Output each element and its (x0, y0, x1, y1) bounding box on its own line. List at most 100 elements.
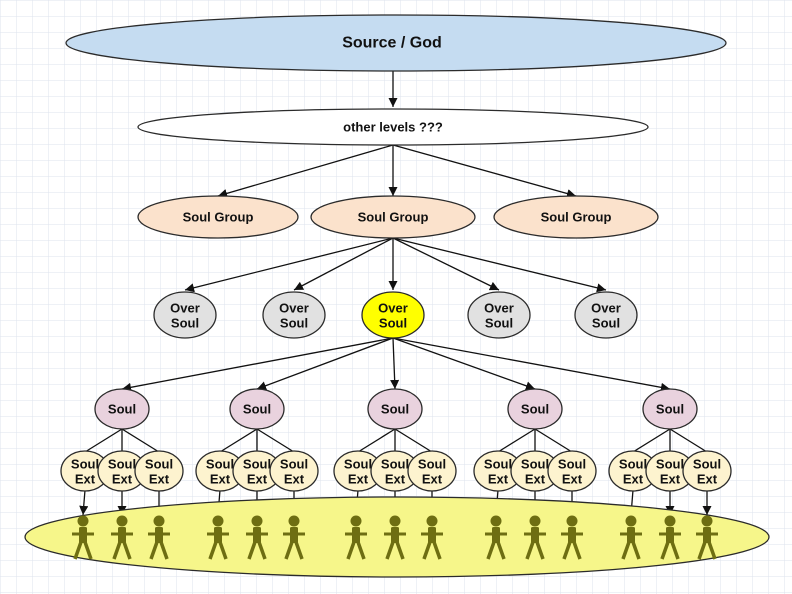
connector-oversoul-to-soul-4 (392, 337, 536, 391)
soul-ext-node-1-3 (134, 450, 184, 492)
soul-group-label-3: Soul Group (541, 210, 612, 225)
soul-ext-line1-3-2: Soul (381, 457, 409, 472)
soul-ext-line2-4-3: Ext (562, 472, 583, 487)
oversoul-line1-5: Over (591, 301, 621, 316)
soul-ext-line2-1-1: Ext (75, 472, 96, 487)
oversoul-line1-2: Over (279, 301, 309, 316)
soul-ext-line2-1-2: Ext (112, 472, 133, 487)
person-icon (620, 515, 642, 560)
oversoul-line2-2: Soul (280, 316, 308, 331)
soul-group-label-1: Soul Group (183, 210, 254, 225)
soul-ext-line2-5-1: Ext (623, 472, 644, 487)
soul-ext-line1-5-2: Soul (656, 457, 684, 472)
oversoul-line1-4: Over (484, 301, 514, 316)
other-levels-label: other levels ??? (343, 120, 443, 135)
connector-soul-1-to-ext-3 (121, 428, 160, 453)
soul-label-1: Soul (108, 402, 136, 417)
soul-ext-line1-4-1: Soul (484, 457, 512, 472)
connector-soul-1-to-ext-1 (84, 428, 123, 453)
connector-soul-2-to-ext-3 (256, 428, 295, 453)
soul-label-4: Soul (521, 402, 549, 417)
soul-ext-line2-3-1: Ext (348, 472, 369, 487)
person-icon (524, 515, 546, 560)
soul-ext-line1-2-3: Soul (280, 457, 308, 472)
connector-soul-5-to-ext-3 (669, 428, 708, 453)
connector-group-to-oversoul-4 (392, 237, 500, 291)
soul-ext-line2-4-2: Ext (525, 472, 546, 487)
oversoul-line1-1: Over (170, 301, 200, 316)
soul-ext-line1-1-2: Soul (108, 457, 136, 472)
oversoul-line2-4: Soul (485, 316, 513, 331)
source-node (65, 14, 727, 72)
oversoul-node-4 (467, 291, 531, 339)
oversoul-node-1 (153, 291, 217, 339)
connector-group-to-oversoul-1 (184, 237, 394, 293)
soul-ext-line2-2-1: Ext (210, 472, 231, 487)
connector-soul-3-to-ext-3 (394, 428, 433, 453)
soul-group-node-2 (310, 195, 476, 239)
connector-levels-to-group-1 (217, 144, 394, 198)
soul-group-label-2: Soul Group (358, 210, 429, 225)
soul-ext-line1-1-1: Soul (71, 457, 99, 472)
connector-oversoul-to-soul-5 (392, 337, 671, 392)
person-icon (696, 515, 718, 560)
soul-ext-node-5-3 (682, 450, 732, 492)
oversoul-line2-3: Soul (379, 316, 407, 331)
connector-levels-to-group-3 (392, 144, 577, 198)
soul-ext-line1-3-1: Soul (344, 457, 372, 472)
soul-ext-line1-2-1: Soul (206, 457, 234, 472)
person-icon (659, 515, 681, 560)
soul-ext-line2-4-1: Ext (488, 472, 509, 487)
soul-ext-node-4-3 (547, 450, 597, 492)
soul-group-node-1 (137, 195, 299, 239)
connector-oversoul-to-soul-2 (256, 337, 394, 391)
soul-ext-line1-4-2: Soul (521, 457, 549, 472)
connector-oversoul-to-soul-3 (390, 337, 400, 390)
other-levels-node (137, 108, 649, 146)
soul-label-5: Soul (656, 402, 684, 417)
person-icon (345, 515, 367, 560)
soul-ext-line2-1-3: Ext (149, 472, 170, 487)
connector-soul-4-to-ext-3 (534, 428, 573, 453)
soul-ext-line1-5-1: Soul (619, 457, 647, 472)
connector-soul-3-to-ext-1 (357, 428, 396, 453)
person-icon (485, 515, 507, 560)
person-icon (421, 515, 443, 560)
soul-node-1 (94, 388, 150, 430)
soul-ext-line2-5-2: Ext (660, 472, 681, 487)
oversoul-node-2 (262, 291, 326, 339)
oversoul-line2-1: Soul (171, 316, 199, 331)
soul-group-node-3 (493, 195, 659, 239)
soul-ext-node-3-3 (407, 450, 457, 492)
oversoul-line2-5: Soul (592, 316, 620, 331)
connector-soul-2-to-ext-1 (219, 428, 258, 453)
connector-soul-4-to-ext-1 (497, 428, 536, 453)
person-icon (246, 515, 268, 560)
person-icon (111, 515, 133, 560)
person-icon (207, 515, 229, 560)
soul-node-3 (367, 388, 423, 430)
soul-node-2 (229, 388, 285, 430)
soul-ext-line1-1-3: Soul (145, 457, 173, 472)
oversoul-line1-3: Over (378, 301, 408, 316)
soul-ext-line1-5-3: Soul (693, 457, 721, 472)
person-icon (72, 515, 94, 560)
soul-ext-line2-3-3: Ext (422, 472, 443, 487)
soul-ext-line2-2-3: Ext (284, 472, 305, 487)
person-icon (148, 515, 170, 560)
soul-node-5 (642, 388, 698, 430)
connector-group-to-oversoul-5 (392, 237, 607, 293)
soul-ext-node-2-3 (269, 450, 319, 492)
source-label: Source / God (342, 35, 442, 52)
connector-oversoul-to-soul-1 (121, 337, 394, 392)
connector-soul-5-to-ext-1 (632, 428, 671, 453)
soul-ext-line1-2-2: Soul (243, 457, 271, 472)
oversoul-node-3 (361, 291, 425, 339)
person-icon (283, 515, 305, 560)
connector-group-to-oversoul-2 (293, 237, 394, 291)
soul-node-4 (507, 388, 563, 430)
soul-ext-line2-2-2: Ext (247, 472, 268, 487)
soul-ext-line1-4-3: Soul (558, 457, 586, 472)
